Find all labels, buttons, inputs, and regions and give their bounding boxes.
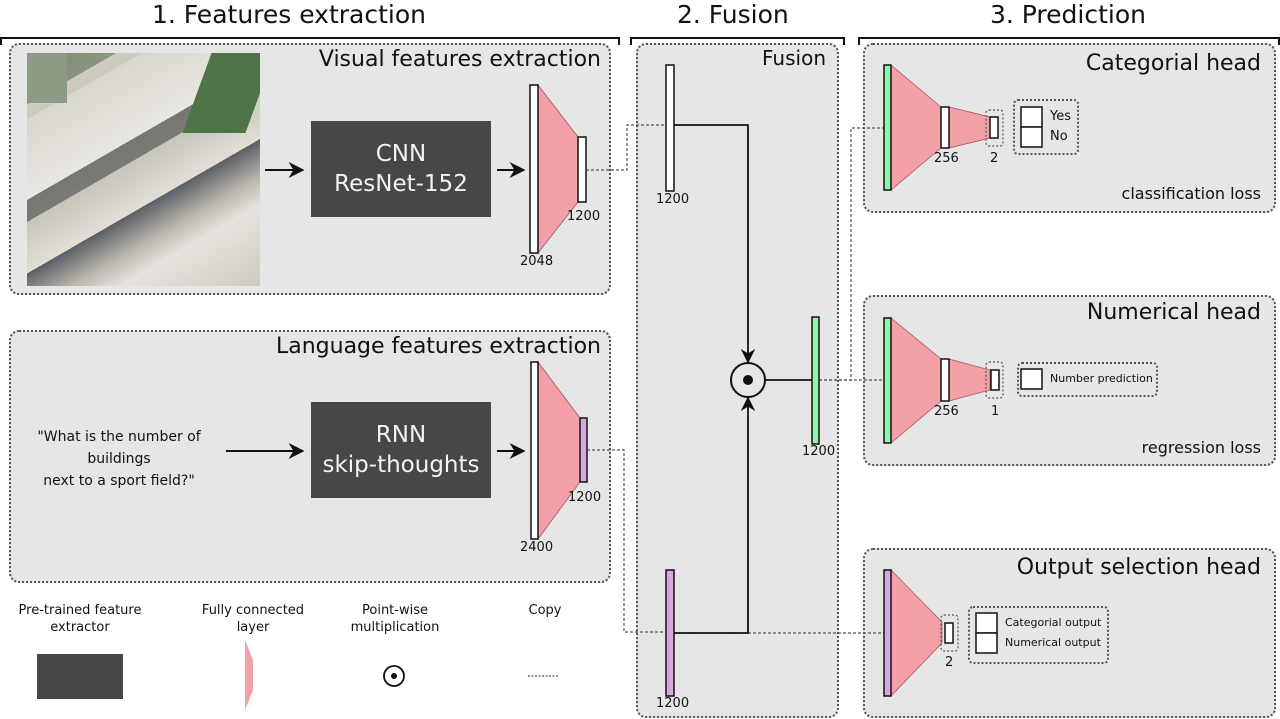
number-prediction-cell <box>1020 368 1043 390</box>
language-fc-input-vector <box>530 361 539 540</box>
visual-fc-out-label: 1200 <box>567 209 601 224</box>
legend-pointwise-label: Point-wise multiplication <box>330 602 460 636</box>
selection-output-box <box>940 614 959 652</box>
numerical-fc-2 <box>948 358 991 402</box>
fusion-output-dim: 1200 <box>802 444 836 459</box>
regression-loss-label: regression loss <box>1141 438 1261 457</box>
pointwise-multiplication-icon <box>730 362 766 398</box>
classification-loss-label: classification loss <box>1121 184 1261 203</box>
numerical-hidden-dim: 256 <box>934 404 959 419</box>
section-title-prediction: 3. Prediction <box>990 0 1146 29</box>
categorial-out-dim: 2 <box>990 151 999 166</box>
rnn-model-label: skip-thoughts <box>322 452 480 478</box>
numerical-output-vector <box>990 369 1000 391</box>
bracket-fusion <box>630 37 845 45</box>
legend-fc-line-2: layer <box>236 620 270 635</box>
legend-extractor-swatch <box>37 654 123 699</box>
legend-pointwise-icon <box>383 665 405 687</box>
language-panel-title: Language features extraction <box>275 334 601 359</box>
language-fc-in-label: 2400 <box>520 540 554 555</box>
cnn-label: CNN <box>375 141 427 167</box>
rnn-block: RNN skip-thoughts <box>311 402 491 498</box>
bracket-features <box>0 37 620 45</box>
aerial-image <box>27 53 260 286</box>
selection-fc <box>890 569 943 697</box>
sport-field <box>27 53 67 103</box>
language-fc-output-vector <box>579 417 588 483</box>
fusion-visual-vector <box>665 64 675 192</box>
cnn-block: CNN ResNet-152 <box>311 121 491 217</box>
fusion-language-vector <box>665 569 675 697</box>
legend-fc-swatch <box>245 640 253 710</box>
categorial-fc-1 <box>890 64 942 191</box>
categorial-fc-2 <box>948 106 991 149</box>
fusion-output-vector <box>811 316 820 445</box>
legend-extractor-label: Pre-trained feature extractor <box>10 602 150 636</box>
visual-fc-output-vector <box>577 136 587 203</box>
numerical-options-box <box>1017 362 1158 397</box>
categorial-input-vector <box>883 64 892 191</box>
selection-output-vector <box>944 622 954 644</box>
copy-line-language <box>587 449 666 633</box>
selection-options-box <box>968 606 1109 664</box>
legend-extractor-line-2: extractor <box>50 620 110 635</box>
legend-copy-label: Copy <box>528 603 562 618</box>
visual-panel-title: Visual features extraction <box>318 47 601 72</box>
fusion-line-visual <box>674 124 756 364</box>
fusion-visual-dim: 1200 <box>656 192 690 207</box>
numerical-fc-1 <box>890 317 942 444</box>
categorial-options-box <box>1013 99 1079 155</box>
numerical-output-cell <box>975 632 998 654</box>
copy-line-to-categorial <box>819 127 884 381</box>
section-title-fusion: 2. Fusion <box>677 0 789 29</box>
categorial-head-title: Categorial head <box>1085 51 1261 76</box>
fusion-panel-title: Fusion <box>762 46 826 70</box>
visual-fc-layer <box>537 83 579 255</box>
fusion-language-dim: 1200 <box>656 696 690 711</box>
legend-pointwise-line-1: Point-wise <box>362 603 428 618</box>
numerical-out-dim: 1 <box>991 404 1000 419</box>
option-categorial-output: Categorial output <box>1005 616 1102 629</box>
legend-pointwise-dot <box>391 673 397 679</box>
selection-out-dim: 2 <box>945 655 954 670</box>
categorial-no-cell <box>1020 126 1043 148</box>
fusion-line-language <box>674 396 756 634</box>
language-fc-out-label: 1200 <box>568 490 602 505</box>
output-selection-head-title: Output selection head <box>1016 555 1261 580</box>
rnn-label: RNN <box>375 422 427 448</box>
legend-extractor-line-1: Pre-trained feature <box>18 603 142 618</box>
option-number-prediction: Number prediction <box>1050 372 1153 385</box>
language-fc-layer <box>537 360 581 541</box>
legend-fc-label: Fully connected layer <box>183 602 323 636</box>
numerical-hidden-vector <box>940 358 950 402</box>
categorial-hidden-vector <box>940 106 950 149</box>
question-line-1: "What is the number of buildings <box>37 429 201 467</box>
visual-fc-input-vector <box>529 84 539 254</box>
pointwise-dot <box>743 375 753 385</box>
selection-input-vector <box>883 569 892 697</box>
numerical-input-vector <box>883 317 892 444</box>
legend-fc-line-1: Fully connected <box>201 603 305 618</box>
numerical-head-title: Numerical head <box>1086 300 1261 325</box>
bracket-prediction <box>858 37 1280 45</box>
option-numerical-output: Numerical output <box>1005 636 1101 649</box>
section-title-features: 1. Features extraction <box>152 0 427 29</box>
categorial-output-box <box>985 109 1004 147</box>
categorial-output-vector <box>989 116 999 139</box>
legend-pointwise-line-2: multiplication <box>350 620 440 635</box>
categorial-hidden-dim: 256 <box>934 151 959 166</box>
question-text: "What is the number of buildings next to… <box>14 426 224 492</box>
question-line-2: next to a sport field?" <box>43 473 195 489</box>
cnn-model-label: ResNet-152 <box>334 171 468 197</box>
numerical-output-box <box>985 361 1004 399</box>
copy-line-visual <box>586 124 666 171</box>
option-no: No <box>1050 129 1068 144</box>
option-yes: Yes <box>1050 109 1071 124</box>
visual-fc-in-label: 2048 <box>520 254 554 269</box>
